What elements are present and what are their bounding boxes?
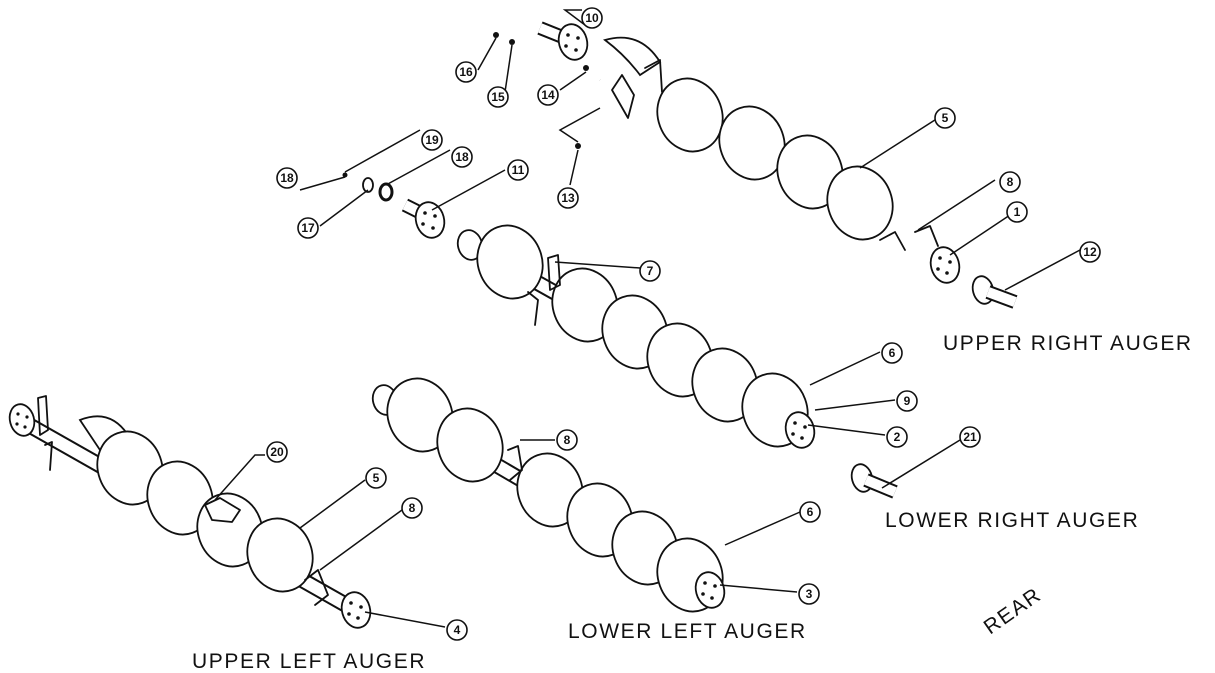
callout-15: 15 — [487, 86, 509, 108]
upper-left-start-flange — [8, 403, 36, 437]
svg-text:3: 3 — [806, 587, 813, 601]
callout-5-upper-right: 5 — [934, 107, 956, 129]
upper-right-auger — [597, 36, 961, 284]
svg-text:6: 6 — [889, 346, 896, 360]
label-lower-right-auger: LOWER RIGHT AUGER — [885, 509, 1139, 532]
callout-2: 2 — [886, 426, 908, 448]
callout-6-lower-right: 6 — [881, 342, 903, 364]
svg-text:16: 16 — [459, 65, 473, 79]
upper-right-end-flange — [929, 246, 961, 284]
part-12-stub-shaft — [971, 275, 1018, 309]
svg-text:5: 5 — [942, 111, 949, 125]
callout-4: 4 — [446, 619, 468, 641]
label-upper-right-auger: UPPER RIGHT AUGER — [943, 332, 1193, 355]
callout-11: 11 — [507, 159, 529, 181]
svg-text:18: 18 — [455, 150, 469, 164]
svg-text:9: 9 — [904, 394, 911, 408]
svg-text:8: 8 — [409, 501, 416, 515]
svg-text:17: 17 — [301, 221, 315, 235]
svg-text:19: 19 — [425, 133, 439, 147]
callout-17: 17 — [297, 217, 319, 239]
svg-text:10: 10 — [585, 11, 599, 25]
svg-text:21: 21 — [963, 430, 977, 444]
callout-19: 19 — [421, 129, 443, 151]
small-hardware — [342, 32, 589, 202]
callout-18-left: 18 — [276, 167, 298, 189]
svg-text:8: 8 — [564, 433, 571, 447]
lower-right-auger — [456, 224, 816, 449]
upper-right-flights — [603, 36, 894, 241]
svg-text:18: 18 — [280, 171, 294, 185]
lower-left-end-flange — [694, 571, 726, 609]
callout-12: 12 — [1079, 241, 1101, 263]
callout-18-right: 18 — [451, 146, 473, 168]
lower-left-flights — [386, 377, 724, 613]
callout-16: 16 — [455, 61, 477, 83]
svg-text:7: 7 — [647, 264, 654, 278]
callout-21: 21 — [959, 426, 981, 448]
lower-left-auger — [371, 377, 726, 613]
leader-lines — [214, 9, 1081, 628]
svg-text:11: 11 — [512, 163, 525, 177]
callout-13: 13 — [557, 187, 579, 209]
callout-7: 7 — [639, 260, 661, 282]
svg-text:6: 6 — [807, 505, 814, 519]
callout-8-lower-left: 8 — [556, 429, 578, 451]
callout-10: 10 — [581, 7, 603, 29]
svg-text:4: 4 — [454, 623, 461, 637]
label-rear: REAR — [980, 583, 1046, 639]
svg-text:12: 12 — [1083, 245, 1097, 259]
callout-1: 1 — [1006, 201, 1028, 223]
callout-8-upper-left: 8 — [401, 497, 423, 519]
callout-3: 3 — [798, 583, 820, 605]
callout-6-lower-left: 6 — [799, 501, 821, 523]
svg-text:14: 14 — [541, 88, 555, 102]
label-lower-left-auger: LOWER LEFT AUGER — [568, 620, 807, 643]
svg-text:8: 8 — [1007, 175, 1014, 189]
upper-left-end-flange — [340, 591, 372, 629]
svg-text:20: 20 — [270, 445, 284, 459]
lower-right-flights — [476, 224, 809, 448]
callout-20: 20 — [266, 441, 288, 463]
label-upper-left-auger: UPPER LEFT AUGER — [192, 650, 426, 673]
svg-text:2: 2 — [894, 430, 901, 444]
part-11-stub-shaft — [401, 198, 446, 239]
callout-14: 14 — [537, 84, 559, 106]
svg-text:15: 15 — [491, 90, 505, 104]
svg-text:5: 5 — [373, 471, 380, 485]
upper-left-flights — [78, 415, 314, 593]
callout-9: 9 — [896, 390, 918, 412]
callout-8-upper-right: 8 — [999, 171, 1021, 193]
upper-left-auger — [8, 395, 372, 629]
svg-text:13: 13 — [561, 191, 575, 205]
part-10-stub-shaft — [537, 21, 589, 61]
callout-5-upper-left: 5 — [365, 467, 387, 489]
svg-text:1: 1 — [1014, 205, 1021, 219]
part-21-stub-shaft — [850, 463, 898, 499]
